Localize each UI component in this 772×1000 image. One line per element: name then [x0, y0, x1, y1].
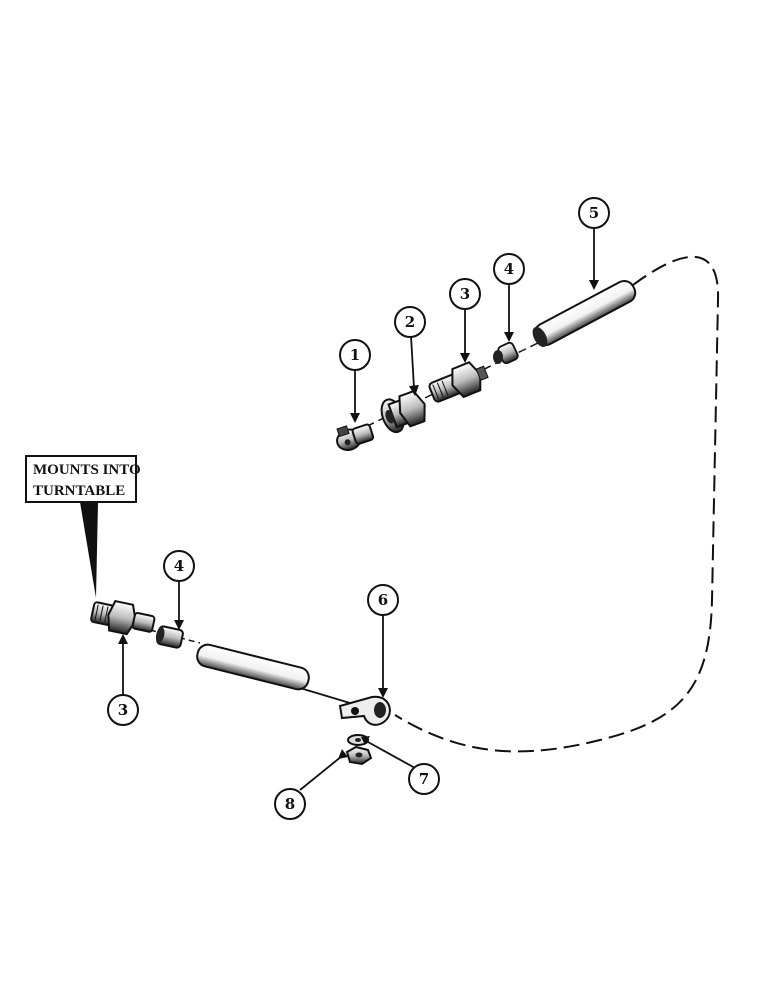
callout-4-upper: 4 [493, 253, 525, 285]
hose-end-lower-part [155, 625, 184, 649]
leader-arrowheads [118, 280, 599, 759]
hose-route-dashed [394, 255, 720, 753]
callout-5-number: 5 [589, 204, 599, 222]
callout-7: 7 [408, 763, 440, 795]
nut-part [345, 745, 373, 766]
hose-to-clamp-line [299, 687, 351, 704]
callout-7-number: 7 [419, 770, 429, 788]
callout-6-number: 6 [378, 591, 388, 609]
note-pointer [80, 502, 98, 598]
callout-3-upper: 3 [449, 278, 481, 310]
hose-lower-part [196, 643, 310, 691]
leader-8 [299, 755, 343, 791]
leader-2 [410, 335, 415, 389]
callout-5: 5 [578, 197, 610, 229]
leader-lines [122, 228, 595, 791]
callout-4-upper-number: 4 [504, 260, 514, 278]
mounts-into-turntable-note: MOUNTS INTO TURNTABLE [25, 455, 141, 598]
callout-8: 8 [274, 788, 306, 820]
callout-1: 1 [339, 339, 371, 371]
callout-3-lower-number: 3 [118, 701, 128, 719]
note-line-2: TURNTABLE [33, 483, 125, 499]
note-line-1: MOUNTS INTO [33, 462, 141, 478]
hose-upper-part [532, 279, 637, 348]
callout-2: 2 [394, 306, 426, 338]
callout-3-upper-number: 3 [460, 285, 470, 303]
hose-end-upper-part [493, 341, 519, 365]
elbow-fitting-part [336, 423, 375, 451]
callout-3-lower: 3 [107, 694, 139, 726]
clamp-part [338, 695, 391, 726]
bulkhead-nut-part [380, 389, 426, 434]
callout-4-lower: 4 [163, 550, 195, 582]
callout-8-number: 8 [285, 795, 295, 813]
callout-2-number: 2 [405, 313, 415, 331]
connector-upper-part [428, 361, 489, 403]
callout-6: 6 [367, 584, 399, 616]
callout-4-lower-number: 4 [174, 557, 184, 575]
leader-7 [367, 741, 416, 769]
callout-1-number: 1 [350, 346, 360, 364]
connector-lower-part [90, 599, 156, 636]
